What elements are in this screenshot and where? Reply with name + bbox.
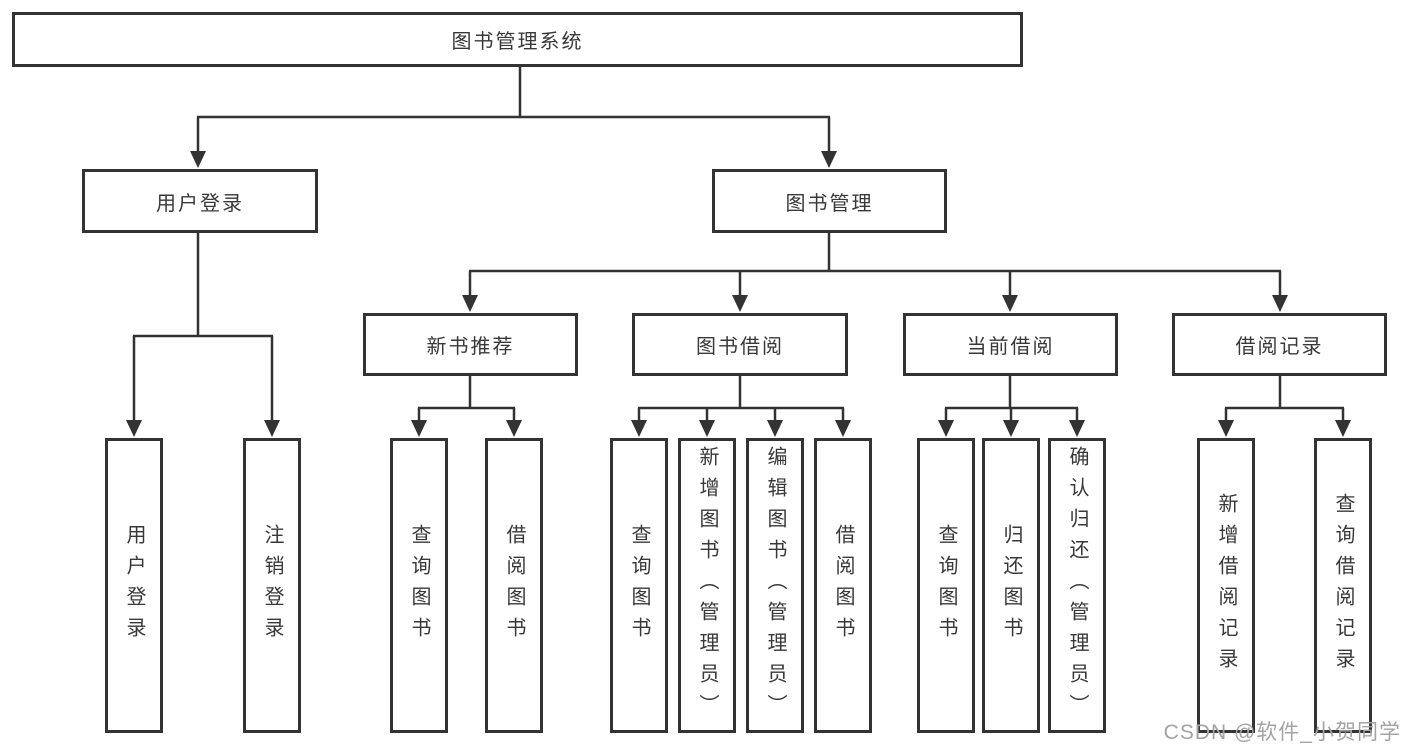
node-label: 查询借阅记录	[1332, 492, 1354, 679]
arrow-down-icon	[767, 420, 783, 437]
leaf-records-query-record: 查询借阅记录	[1314, 438, 1372, 733]
arrow-down-icon	[190, 151, 206, 168]
leaf-current-query-books: 查询图书	[917, 438, 975, 733]
node-label: 编辑图书（管理员）	[764, 446, 786, 725]
arrow-down-icon	[506, 420, 522, 437]
node-label: 借阅记录	[1235, 336, 1324, 358]
node-user-login: 用户登录	[82, 169, 318, 233]
node-book-borrow: 图书借阅	[632, 313, 848, 376]
node-label: 用户登录	[123, 523, 145, 648]
leaf-current-return-books: 归还图书	[982, 438, 1040, 733]
arrow-down-icon	[835, 420, 851, 437]
arrowheads	[126, 151, 1351, 437]
connector-lines	[132, 67, 1345, 422]
leaf-borrow-borrow-books: 借阅图书	[814, 438, 872, 733]
node-book-management: 图书管理	[712, 169, 947, 233]
node-label: 新增借阅记录	[1215, 492, 1237, 679]
node-label: 归还图书	[1000, 523, 1022, 648]
leaf-records-add-record: 新增借阅记录	[1197, 438, 1255, 733]
arrow-down-icon	[1069, 420, 1085, 437]
arrow-down-icon	[411, 420, 427, 437]
arrow-down-icon	[1002, 295, 1018, 312]
node-current-borrow: 当前借阅	[903, 313, 1118, 376]
node-label: 查询图书	[628, 523, 650, 648]
node-label: 注销登录	[261, 523, 283, 648]
leaf-current-confirm-return-admin: 确认归还（管理员）	[1048, 438, 1106, 733]
arrow-down-icon	[462, 295, 478, 312]
node-label: 新书推荐	[426, 336, 515, 358]
node-label: 查询图书	[408, 523, 430, 648]
arrow-down-icon	[1003, 420, 1019, 437]
node-label: 借阅图书	[832, 523, 854, 648]
leaf-borrow-edit-books-admin: 编辑图书（管理员）	[746, 438, 804, 733]
arrow-down-icon	[699, 420, 715, 437]
node-label: 当前借阅	[966, 336, 1055, 358]
arrow-down-icon	[126, 420, 142, 437]
node-label: 借阅图书	[503, 523, 525, 648]
leaf-newbook-query-books: 查询图书	[390, 438, 448, 733]
node-borrow-records: 借阅记录	[1172, 313, 1387, 376]
arrow-down-icon	[264, 420, 280, 437]
arrow-down-icon	[1218, 420, 1234, 437]
leaf-newbook-borrow-books: 借阅图书	[485, 438, 543, 733]
leaf-logout: 注销登录	[243, 438, 301, 733]
arrow-down-icon	[732, 295, 748, 312]
node-label: 新增图书（管理员）	[696, 446, 718, 725]
leaf-user-login: 用户登录	[105, 438, 163, 733]
node-label: 图书管理	[785, 192, 874, 215]
node-new-book-recommend: 新书推荐	[363, 313, 578, 376]
node-label: 确认归还（管理员）	[1066, 446, 1088, 725]
csdn-watermark: CSDN @软件_小贺同学	[1163, 721, 1401, 744]
arrow-down-icon	[1335, 420, 1351, 437]
arrow-down-icon	[821, 151, 837, 168]
arrow-down-icon	[938, 420, 954, 437]
arrow-down-icon	[631, 420, 647, 437]
leaf-borrow-query-books: 查询图书	[610, 438, 668, 733]
node-label: 用户登录	[156, 192, 244, 215]
node-root-system: 图书管理系统	[12, 12, 1023, 67]
node-label: 图书管理系统	[451, 31, 584, 53]
arrow-down-icon	[1272, 295, 1288, 312]
node-label: 查询图书	[935, 523, 957, 648]
node-label: 图书借阅	[696, 336, 784, 358]
leaf-borrow-add-books-admin: 新增图书（管理员）	[678, 438, 736, 733]
